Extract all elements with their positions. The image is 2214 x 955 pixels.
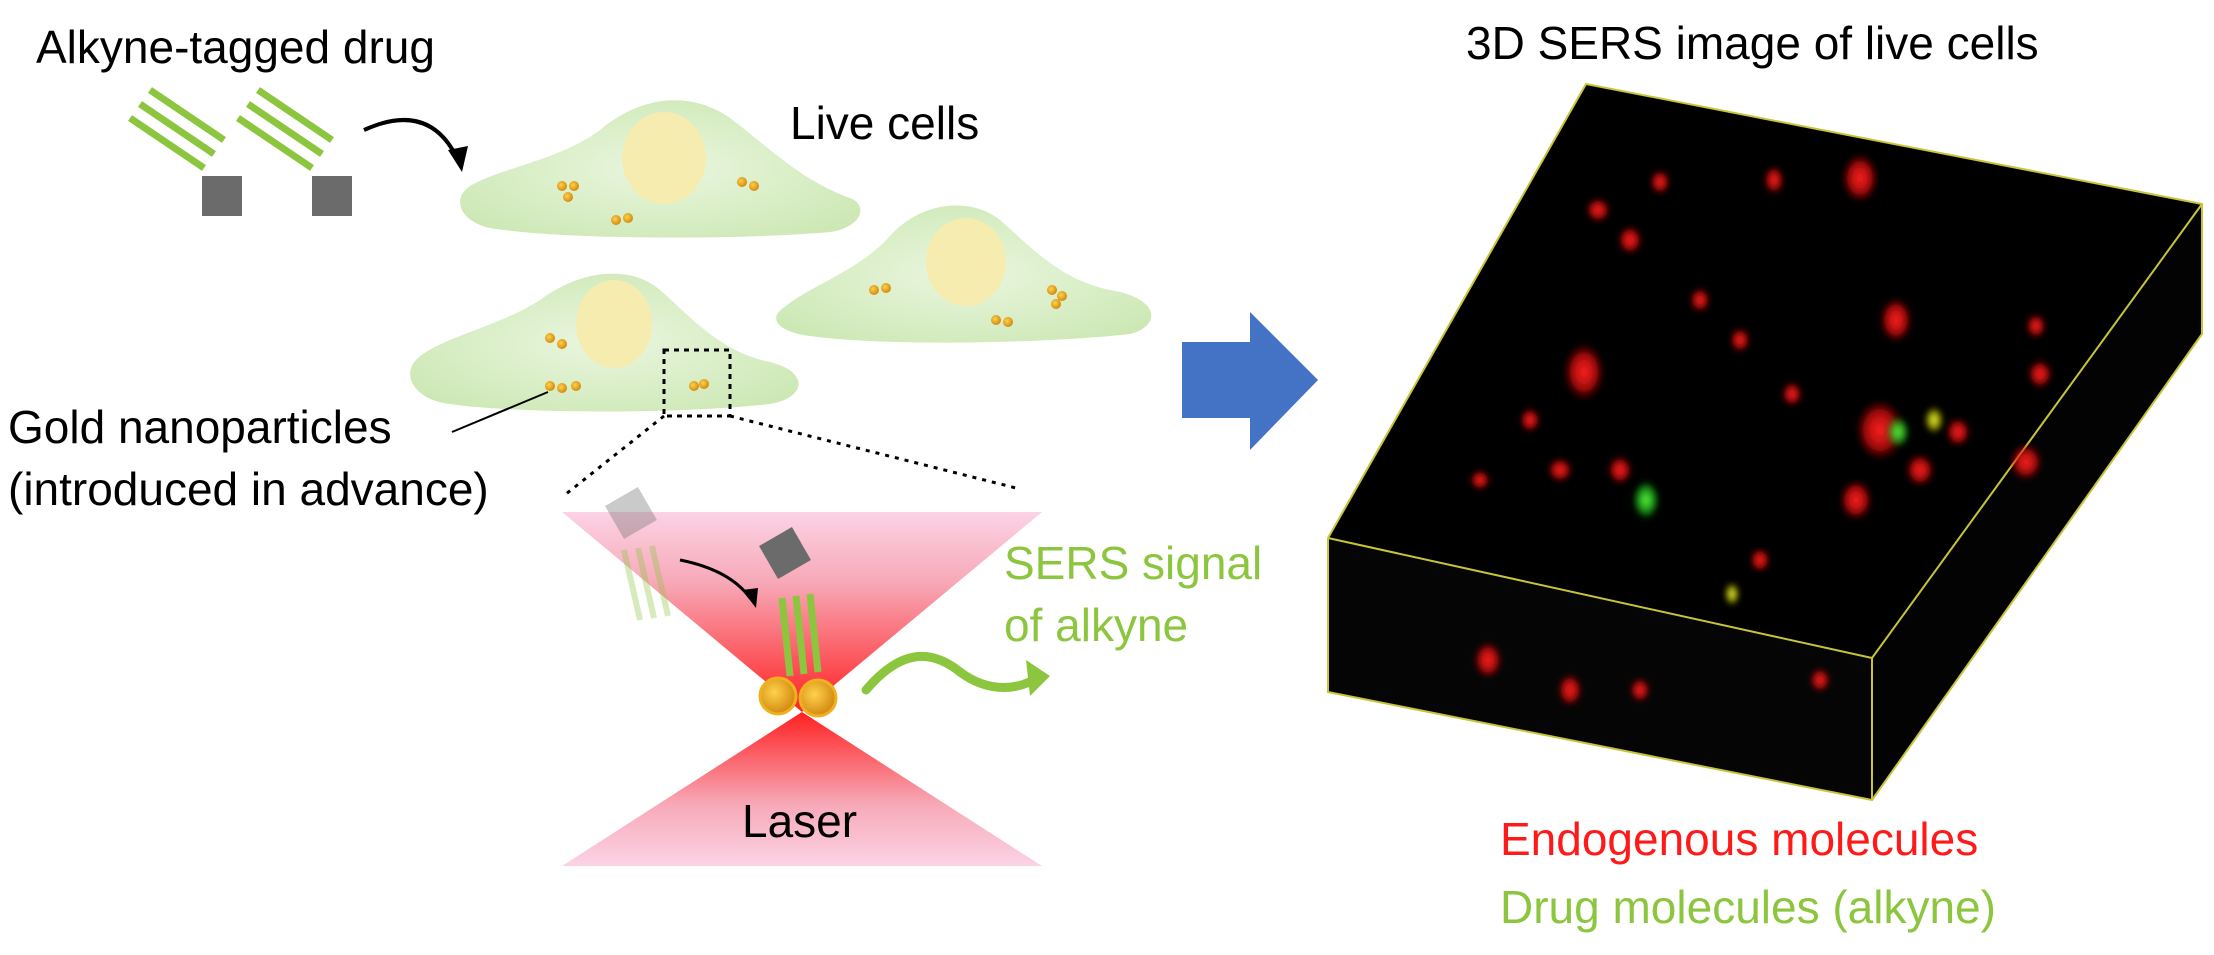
live-cell <box>460 100 861 238</box>
yellow-signal-blob <box>1924 406 1944 434</box>
yellow-signal-blob <box>1724 582 1740 606</box>
zoom-box <box>662 348 732 418</box>
alkyne-drug-icon <box>605 487 671 621</box>
live-cell <box>410 273 799 433</box>
zoom-connector-right <box>729 414 1017 490</box>
alkyne-tagged-drug-label: Alkyne-tagged drug <box>36 21 435 73</box>
alkyne-drug-icon <box>128 87 242 216</box>
gold-nanoparticles <box>557 177 759 225</box>
green-signal-blob <box>1632 480 1660 520</box>
arrowhead-icon <box>742 588 758 608</box>
alkyne-drug-icon <box>236 87 352 216</box>
sers-signal-label: SERS signal <box>1004 537 1263 589</box>
red-signal-blobs <box>1470 154 2052 706</box>
live-cells-label: Live cells <box>790 97 980 149</box>
legend-drug: Drug molecules (alkyne) <box>1500 881 1996 933</box>
sers-image-title: 3D SERS image of live cells <box>1466 17 2039 69</box>
gold-nanoparticles-note: (introduced in advance) <box>8 463 489 515</box>
arrowhead-icon <box>1026 660 1050 696</box>
legend-endogenous: Endogenous molecules <box>1500 813 1979 865</box>
gold-nanoparticles <box>545 333 709 393</box>
sers-signal-label-line2: of alkyne <box>1004 599 1189 651</box>
green-signal-blob <box>1886 416 1910 448</box>
sers-3d-volume <box>1327 82 2203 802</box>
gold-nanoparticles <box>869 283 1067 327</box>
live-cell <box>776 205 1152 343</box>
gold-nanoparticles-label: Gold nanoparticles <box>8 401 392 453</box>
sers-signal-arrow <box>861 652 1045 695</box>
block-arrow-right-icon <box>1182 312 1318 450</box>
laser-label: Laser <box>742 795 858 847</box>
laser-focus <box>562 487 1050 866</box>
gold-pointer-line <box>451 391 549 433</box>
arrowhead-icon <box>448 146 468 172</box>
gold-nanoparticles <box>758 676 838 718</box>
alkyne-drug-icon <box>759 527 822 677</box>
zoom-connector-left <box>565 414 665 496</box>
curved-arrow-icon <box>363 118 460 161</box>
